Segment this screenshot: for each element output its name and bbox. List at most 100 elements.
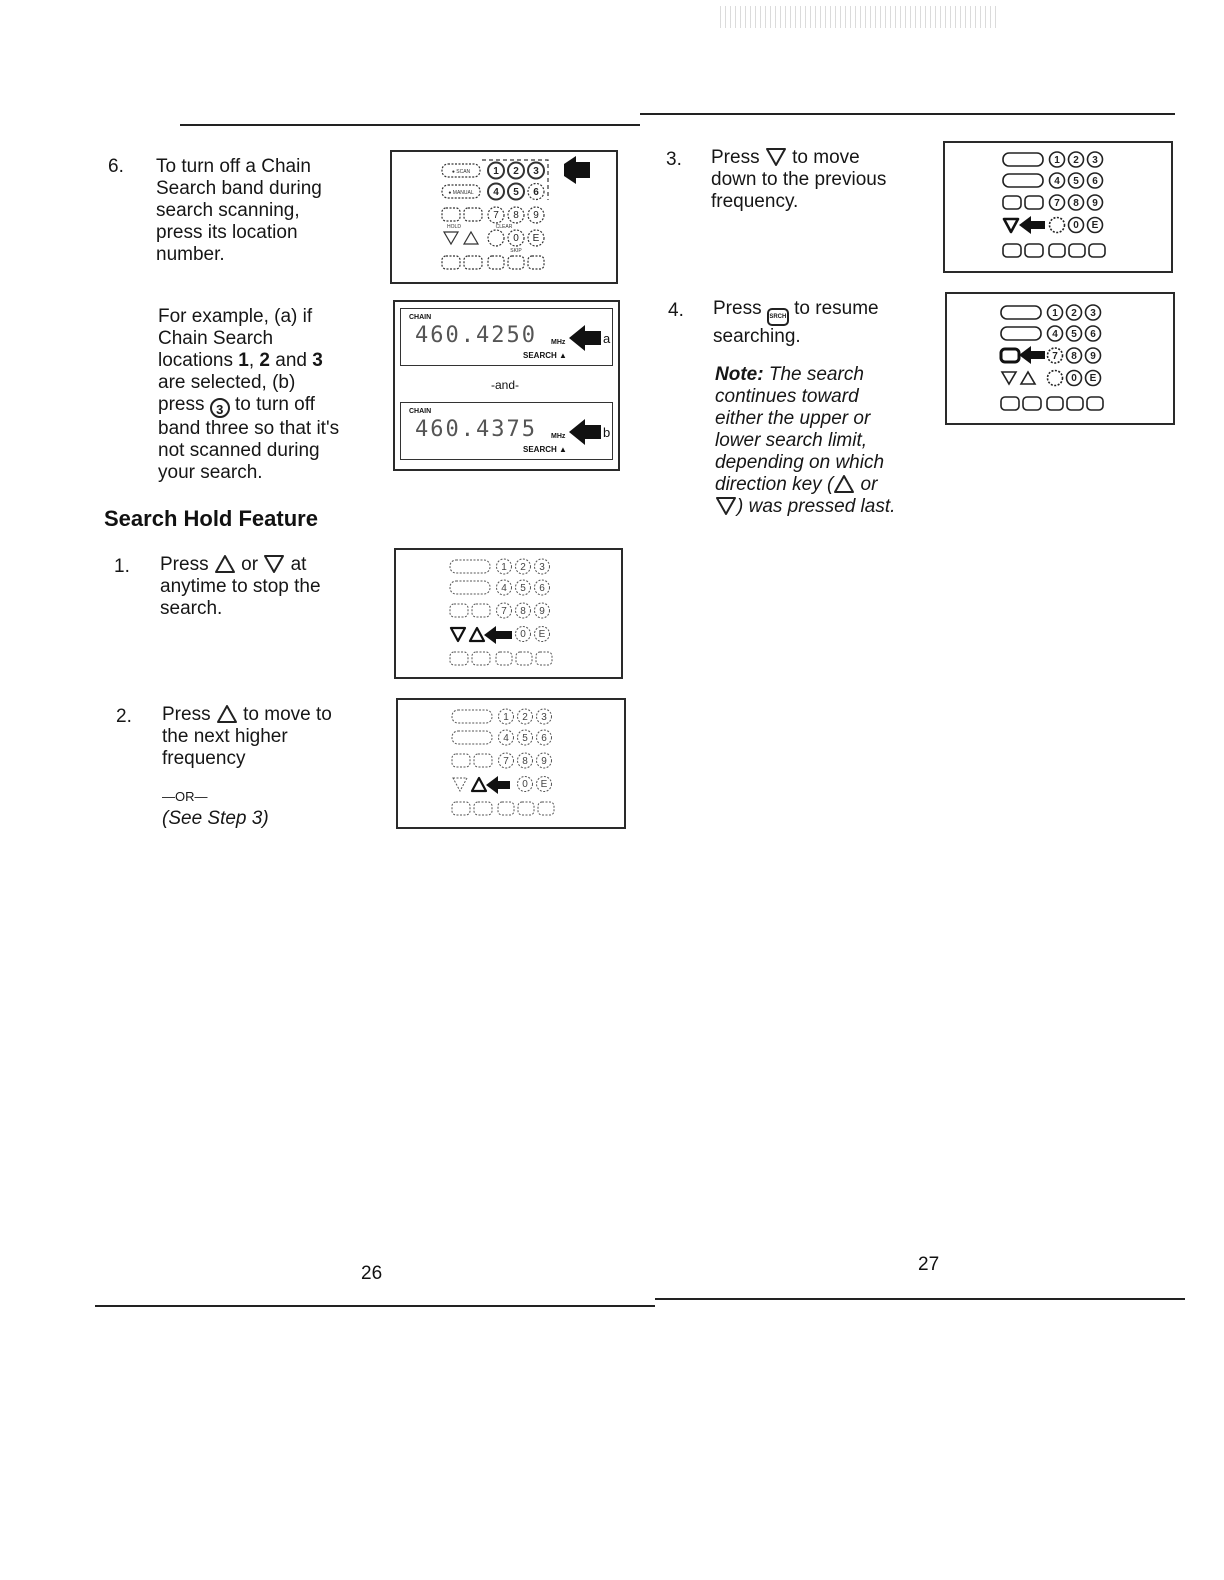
svg-text:2: 2 xyxy=(513,166,519,177)
svg-text:9: 9 xyxy=(533,210,539,221)
svg-text:1: 1 xyxy=(501,562,507,573)
step3-text: Press to move down to the previous frequ… xyxy=(711,147,887,212)
step6-number: 6. xyxy=(108,156,124,177)
svg-text:4: 4 xyxy=(503,733,509,744)
svg-text:9: 9 xyxy=(1092,198,1098,209)
top-rule-right xyxy=(640,113,1175,115)
page-number-right: 27 xyxy=(918,1254,940,1275)
pointer-arrow xyxy=(486,776,510,794)
svg-text:8: 8 xyxy=(520,606,526,617)
step2-number: 2. xyxy=(116,706,132,727)
top-rule-left xyxy=(180,124,640,126)
step4-number: 4. xyxy=(668,300,684,321)
pointer-arrow xyxy=(1019,216,1045,234)
key-3-icon: 3 xyxy=(209,398,230,418)
svg-text:4: 4 xyxy=(493,187,499,198)
svg-text:5: 5 xyxy=(520,583,526,594)
pointer-arrow xyxy=(1019,346,1045,364)
svg-text:E: E xyxy=(533,233,540,244)
svg-text:4: 4 xyxy=(501,583,507,594)
svg-text:5: 5 xyxy=(1071,329,1077,340)
up-triangle-icon xyxy=(834,475,855,493)
display-b: CHAIN 460.4375 MHz SEARCH ▲ b xyxy=(400,402,613,460)
srch-key-icon: SRCH xyxy=(766,308,789,326)
display-a: CHAIN 460.4250 MHz SEARCH ▲ a xyxy=(400,308,613,366)
svg-text:2: 2 xyxy=(520,562,526,573)
svg-text:1: 1 xyxy=(503,712,509,723)
keypad-illustration: 1 2 3 4 5 6 7 8 9 0 E xyxy=(1002,151,1106,258)
svg-text:5: 5 xyxy=(522,733,528,744)
svg-text:7: 7 xyxy=(1052,351,1058,362)
svg-text:8: 8 xyxy=(513,210,519,221)
svg-text:4: 4 xyxy=(1054,176,1060,187)
svg-text:0: 0 xyxy=(1071,373,1077,384)
pointer-arrow-a xyxy=(569,325,601,351)
svg-text:SKIP: SKIP xyxy=(510,248,522,254)
svg-text:3: 3 xyxy=(1092,155,1098,166)
display-figure: CHAIN 460.4250 MHz SEARCH ▲ a -and- CHAI… xyxy=(393,300,620,471)
svg-text:3: 3 xyxy=(1090,308,1096,319)
step6-text: To turn off a Chain Search band during s… xyxy=(156,156,322,265)
svg-text:7: 7 xyxy=(493,210,499,221)
svg-text:9: 9 xyxy=(541,756,547,767)
svg-text:2: 2 xyxy=(1071,308,1077,319)
svg-text:7: 7 xyxy=(501,606,507,617)
down-triangle-icon xyxy=(765,148,786,166)
section-heading: Search Hold Feature xyxy=(104,506,318,531)
step4-text: Press SRCH to resume searching. xyxy=(713,298,879,347)
svg-text:1: 1 xyxy=(1054,155,1060,166)
svg-text:4: 4 xyxy=(1052,329,1058,340)
svg-text:● SCAN: ● SCAN xyxy=(452,169,471,175)
pointer-arrow xyxy=(484,626,512,644)
svg-text:● MANUAL: ● MANUAL xyxy=(448,190,473,196)
svg-text:0: 0 xyxy=(520,629,526,640)
step2-text: Press to move to the next higher frequen… xyxy=(162,704,332,829)
svg-text:3: 3 xyxy=(533,166,539,177)
and-label: -and- xyxy=(491,378,520,392)
bottom-rule-right xyxy=(655,1298,1185,1300)
svg-text:6: 6 xyxy=(1092,176,1098,187)
svg-text:7: 7 xyxy=(1054,198,1060,209)
svg-text:E: E xyxy=(1090,373,1097,384)
keypad-figure-step3: 1 2 3 4 5 6 7 8 9 0 E xyxy=(943,141,1173,273)
svg-text:8: 8 xyxy=(1073,198,1079,209)
svg-text:6: 6 xyxy=(1090,329,1096,340)
svg-text:CLEAR: CLEAR xyxy=(496,224,513,230)
svg-text:1: 1 xyxy=(493,166,499,177)
up-triangle-icon xyxy=(214,555,235,573)
svg-text:2: 2 xyxy=(522,712,528,723)
svg-text:3: 3 xyxy=(539,562,545,573)
svg-text:5: 5 xyxy=(1073,176,1079,187)
svg-text:6: 6 xyxy=(533,187,539,198)
svg-text:2: 2 xyxy=(1073,155,1079,166)
step1-number: 1. xyxy=(114,556,130,577)
svg-text:7: 7 xyxy=(503,756,509,767)
step3-number: 3. xyxy=(666,149,682,170)
svg-text:HOLD: HOLD xyxy=(447,224,461,230)
svg-text:5: 5 xyxy=(513,187,519,198)
note-text: Note: The search continues toward either… xyxy=(715,364,896,517)
scan-speckle xyxy=(720,6,1000,28)
svg-text:0: 0 xyxy=(1073,220,1079,231)
svg-text:9: 9 xyxy=(1090,351,1096,362)
svg-text:E: E xyxy=(1092,220,1099,231)
svg-text:6: 6 xyxy=(539,583,545,594)
pointer-arrow-b xyxy=(569,419,601,445)
svg-text:6: 6 xyxy=(541,733,547,744)
svg-text:8: 8 xyxy=(1071,351,1077,362)
down-triangle-icon xyxy=(264,555,285,573)
svg-text:E: E xyxy=(541,779,548,790)
pointer-arrow xyxy=(564,156,590,184)
step1-text: Press or at anytime to stop the search. xyxy=(160,554,321,619)
page-number-left: 26 xyxy=(361,1263,383,1284)
example-text: For example, (a) if Chain Search locatio… xyxy=(158,306,340,483)
svg-text:3: 3 xyxy=(541,712,547,723)
